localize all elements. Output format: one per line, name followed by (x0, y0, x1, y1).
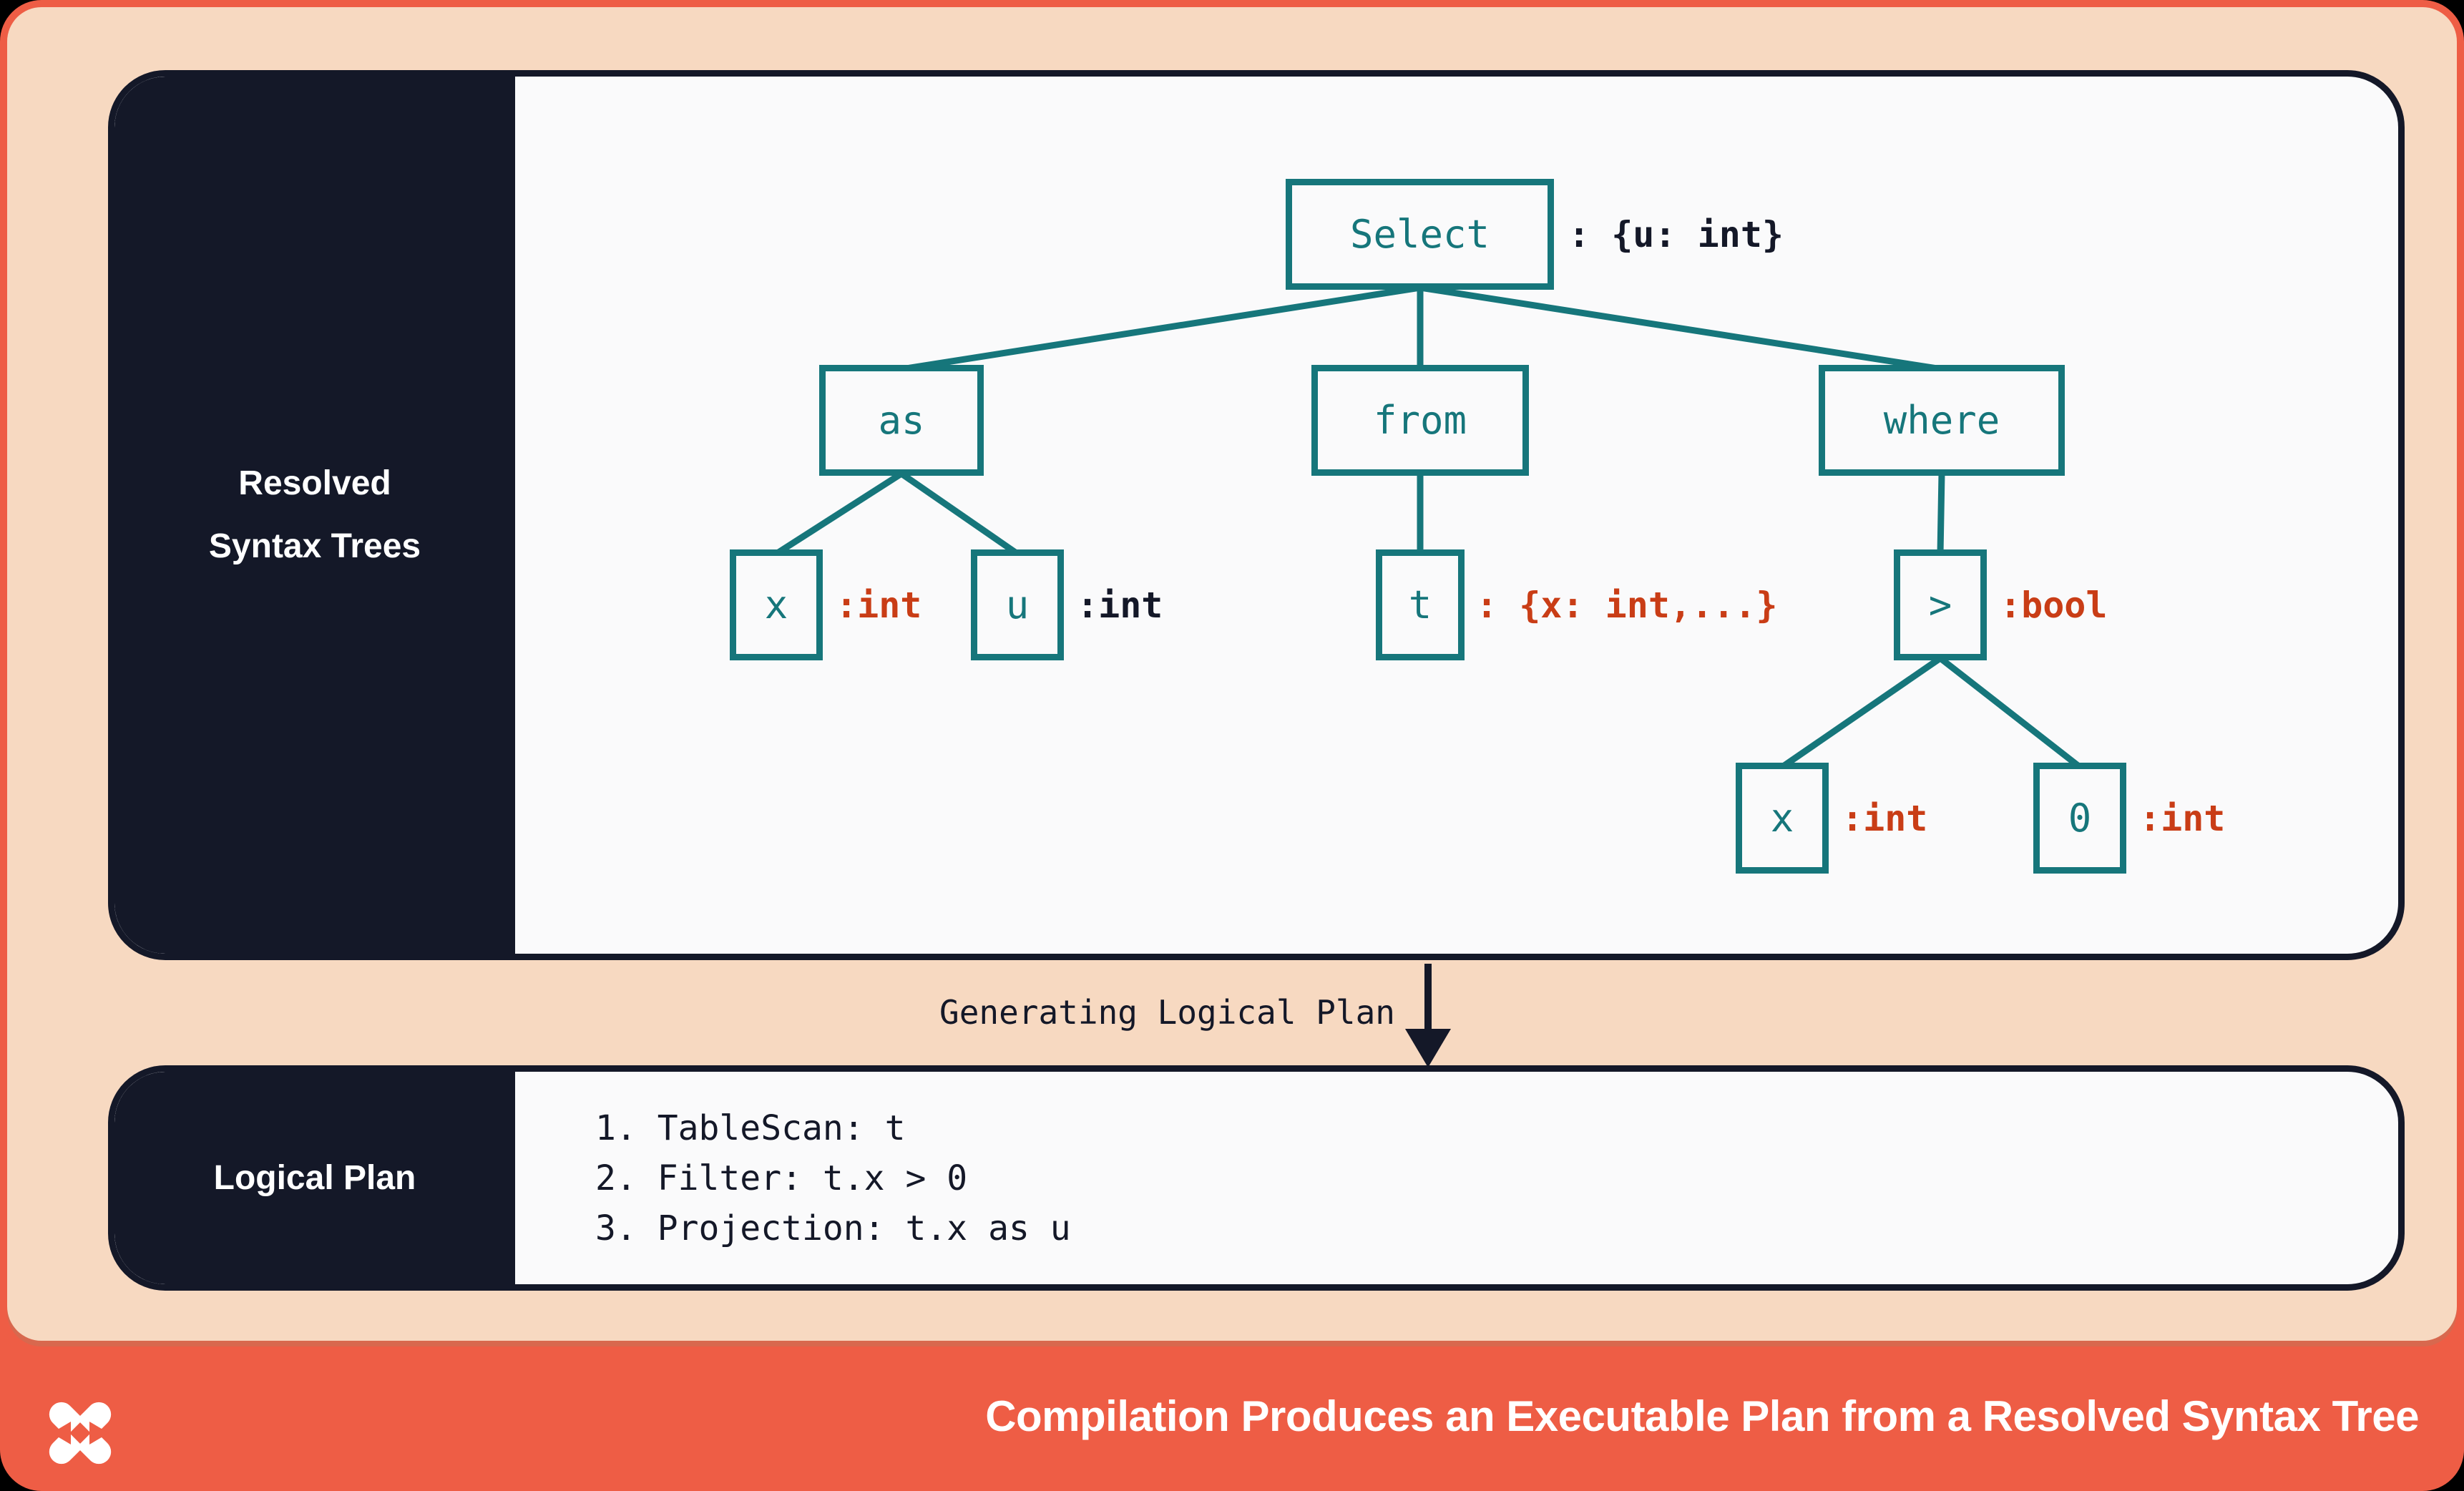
resolved-syntax-trees-panel: Resolved Syntax Trees (108, 70, 2405, 960)
node-from-label: from (1373, 398, 1467, 443)
sidebar-label-line1: Resolved (238, 464, 391, 502)
node-u-annotation: :int (1077, 584, 1163, 626)
node-select: Select (1286, 179, 1554, 290)
node-x-under-gt-annotation: :int (1842, 797, 1928, 839)
node-greater-than-label: > (1928, 582, 1952, 627)
logical-plan-step-2: 2. Filter: t.x > 0 (595, 1158, 968, 1198)
node-zero-annotation: :int (2139, 797, 2226, 839)
node-x-under-as-annotation: :int (836, 584, 922, 626)
node-zero: 0 (2033, 763, 2126, 874)
logical-plan-panel: Logical Plan 1. TableScan: t 2. Filter: … (108, 1065, 2405, 1291)
node-t: t (1376, 549, 1465, 660)
node-u: u (971, 549, 1064, 660)
node-x-under-as: x (730, 549, 823, 660)
node-as: as (819, 365, 984, 476)
footer-title: Compilation Produces an Executable Plan … (985, 1392, 2419, 1440)
node-select-annotation: : {u: int} (1568, 213, 1784, 255)
resolved-syntax-trees-label: Resolved Syntax Trees (209, 452, 421, 578)
sidebar-label-line2: Syntax Trees (208, 527, 421, 565)
logical-plan-sidebar: Logical Plan (114, 1072, 515, 1284)
transition-label: Generating Logical Plan (939, 993, 1395, 1032)
node-zero-label: 0 (2068, 796, 2092, 841)
logical-plan-step-1: 1. TableScan: t (595, 1108, 906, 1148)
node-where: where (1819, 365, 2065, 476)
dolt-logo-icon (49, 1402, 112, 1465)
node-x-under-as-label: x (764, 582, 788, 627)
logical-plan-label: Logical Plan (213, 1158, 416, 1197)
node-greater-than: > (1894, 549, 1987, 660)
node-as-label: as (878, 398, 925, 443)
node-select-label: Select (1349, 212, 1490, 257)
node-t-annotation: : {x: int,...} (1476, 584, 1778, 626)
node-where-label: where (1883, 398, 2000, 443)
node-from: from (1311, 365, 1529, 476)
node-x-under-gt: x (1736, 763, 1829, 874)
logical-plan-step-3: 3. Projection: t.x as u (595, 1208, 1071, 1248)
node-x-under-gt-label: x (1770, 796, 1794, 841)
node-t-label: t (1408, 582, 1432, 627)
node-greater-than-annotation: :bool (2000, 584, 2108, 626)
resolved-syntax-trees-sidebar: Resolved Syntax Trees (114, 77, 515, 954)
node-u-label: u (1005, 582, 1030, 627)
logical-plan-steps: 1. TableScan: t 2. Filter: t.x > 0 3. Pr… (595, 1072, 1071, 1284)
